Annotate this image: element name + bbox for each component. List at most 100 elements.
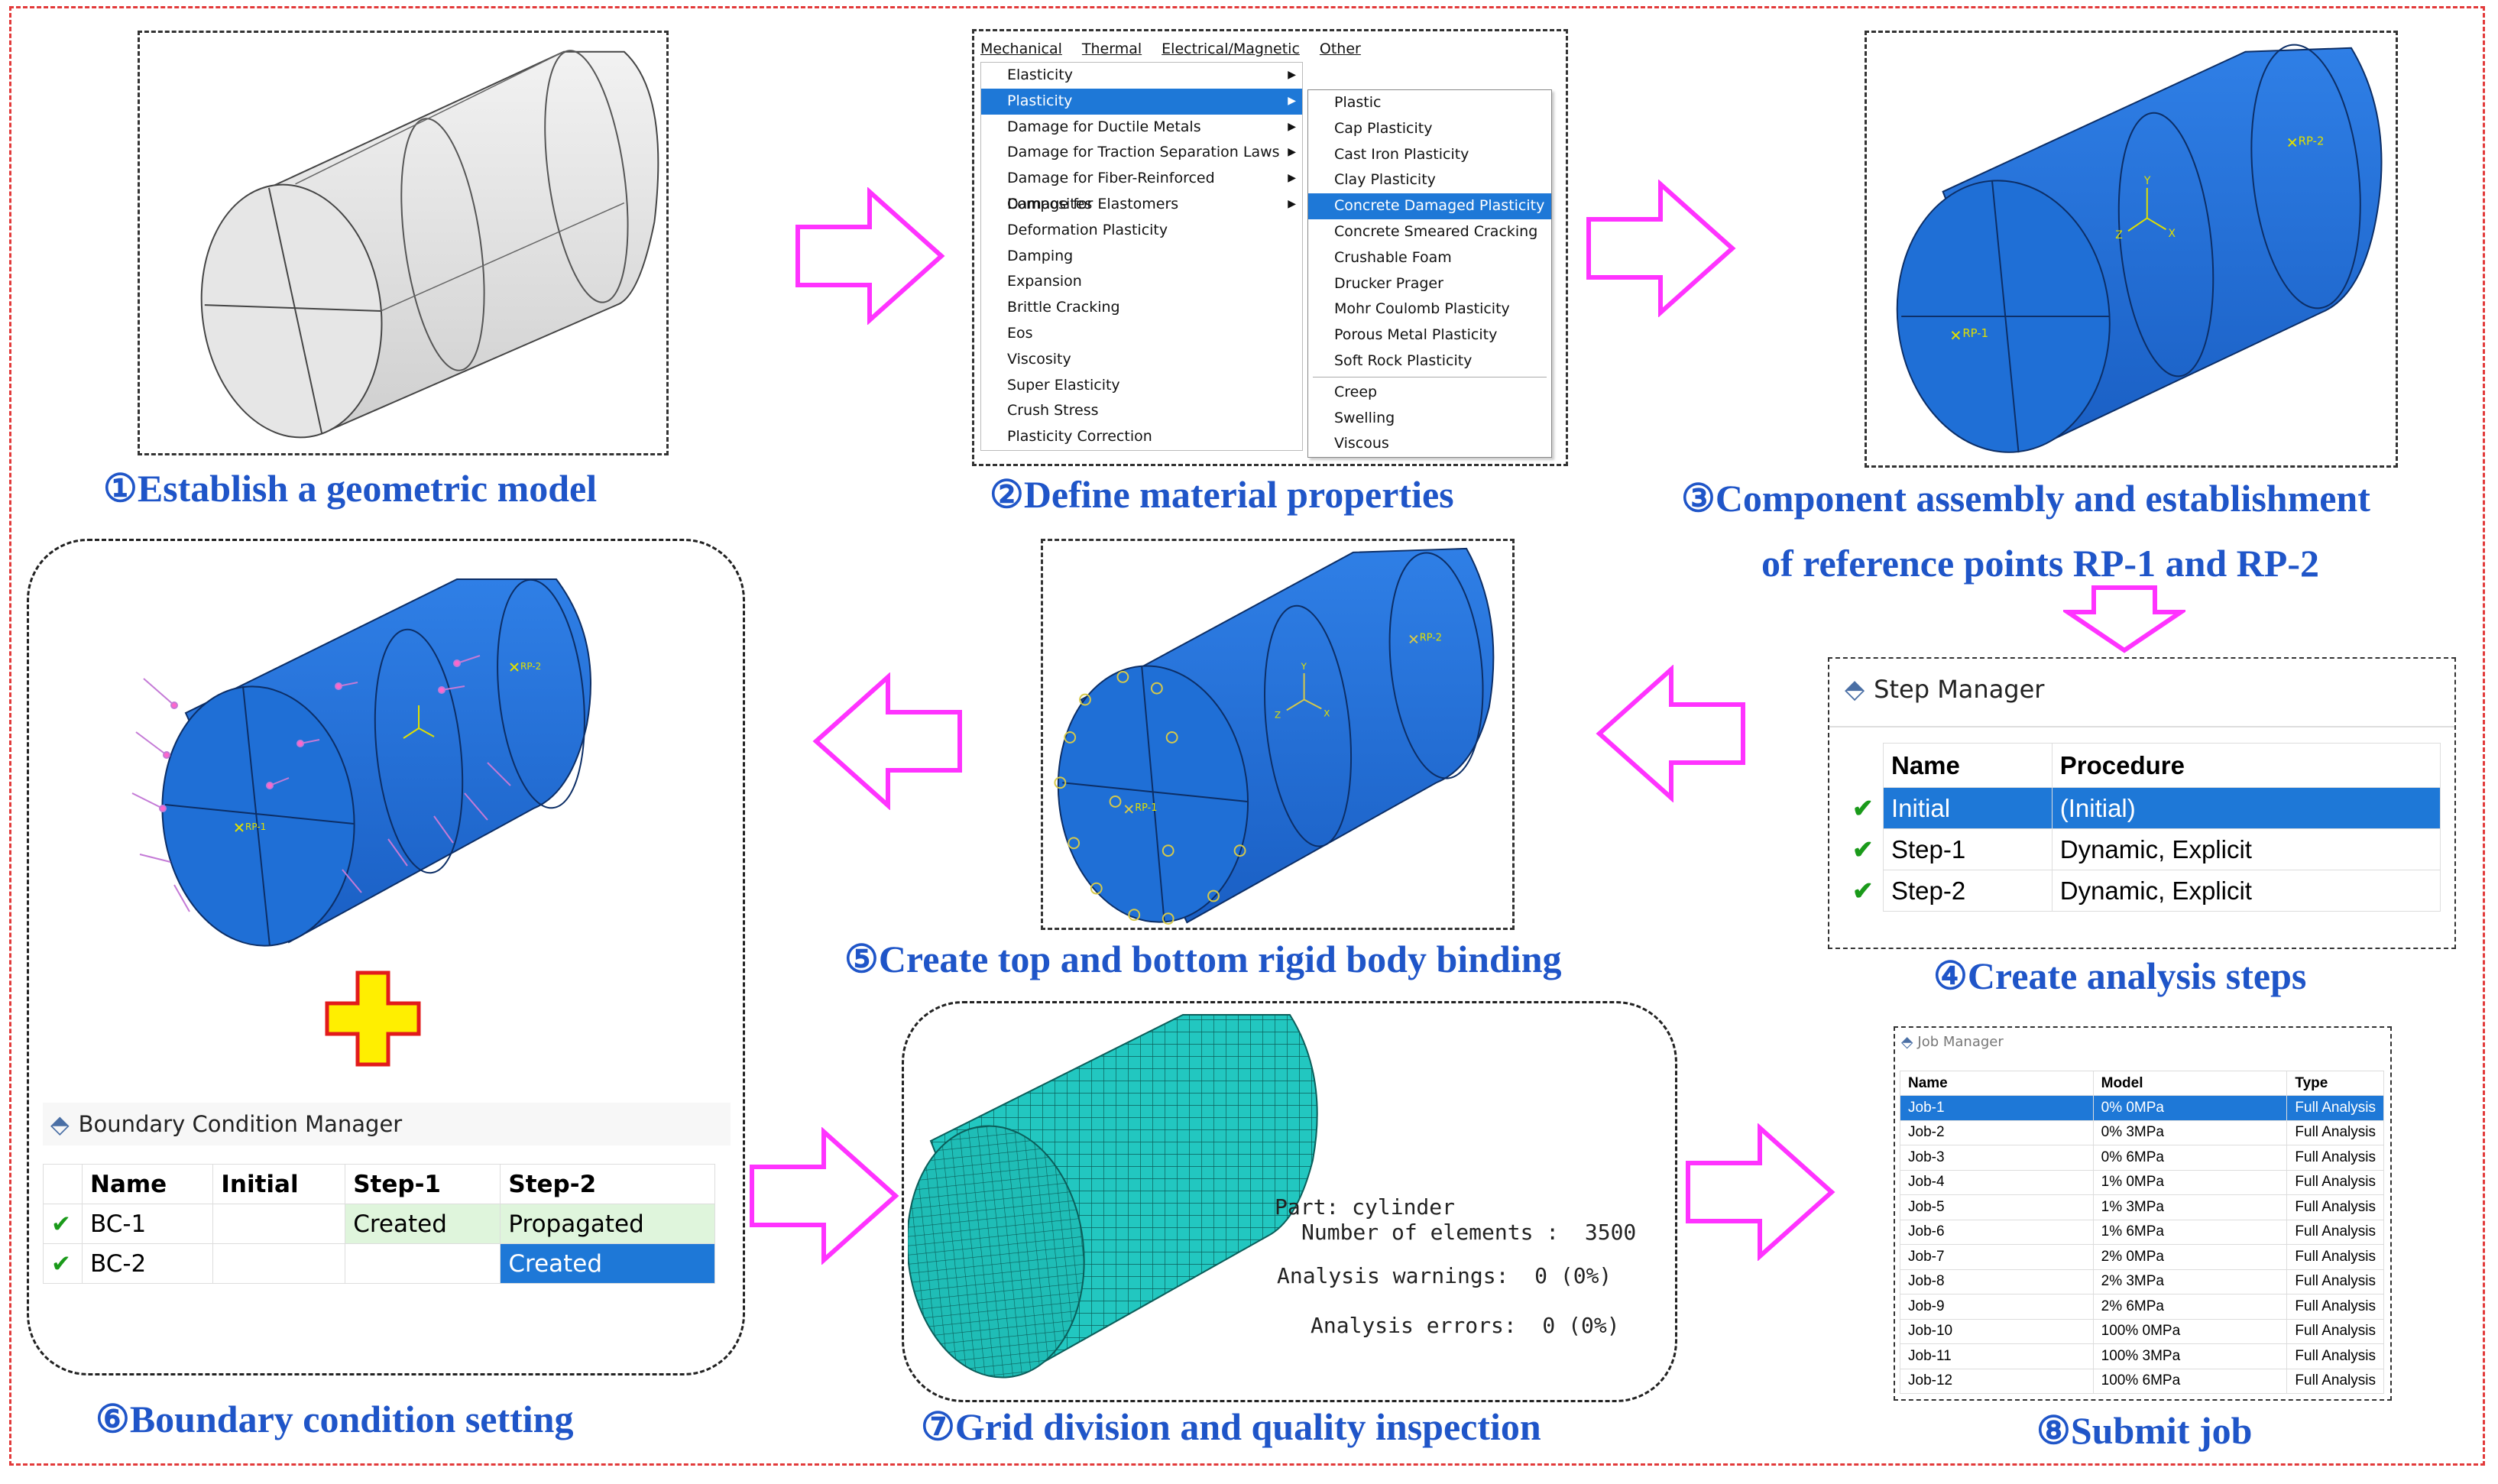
- job-type: Full Analysis: [2286, 1294, 2384, 1320]
- menu-item[interactable]: Damage for Elastomers▶: [1007, 195, 1296, 212]
- right-arrow-icon: [750, 1127, 899, 1265]
- column-header-name[interactable]: Name: [1883, 743, 2053, 788]
- table-row[interactable]: ✔ Step-2 Dynamic, Explicit: [1845, 870, 2441, 912]
- bc-name: BC-2: [81, 1243, 214, 1284]
- column-header-type[interactable]: Type: [2286, 1071, 2384, 1096]
- menu-other[interactable]: Other: [1319, 41, 1361, 57]
- menu-item[interactable]: Crush Stress: [1007, 402, 1099, 420]
- submenu-item[interactable]: Creep: [1334, 383, 1378, 400]
- material-panel: Mechanical Thermal Electrical/Magnetic O…: [972, 29, 1568, 466]
- menu-item[interactable]: Deformation Plasticity: [1007, 221, 1168, 238]
- rigid-body-panel: Y X Z RP-1 RP-2: [1041, 539, 1515, 930]
- menu-item[interactable]: Damage for Traction Separation Laws▶: [1007, 144, 1296, 161]
- menu-electrical-magnetic[interactable]: Electrical/Magnetic: [1162, 41, 1300, 57]
- loaded-cylinder-figure: RP-1 RP-2: [131, 578, 591, 947]
- column-header-step2[interactable]: Step-2: [500, 1164, 715, 1204]
- job-manager-window: ⬘ Job Manager: [1901, 1032, 2383, 1051]
- plasticity-submenu: Plastic Cap Plasticity Cast Iron Plastic…: [1307, 89, 1552, 458]
- submenu-item[interactable]: Concrete Smeared Cracking: [1334, 222, 1538, 240]
- submenu-item[interactable]: Plastic: [1334, 94, 1382, 111]
- step-manager-panel: ⬘ Step Manager Name Procedure ✔ Initial …: [1828, 657, 2456, 949]
- job-type: Full Analysis: [2286, 1145, 2384, 1171]
- menu-item-selected[interactable]: Plasticity▶: [981, 88, 1302, 115]
- menu-item[interactable]: Expansion: [1007, 273, 1082, 290]
- submenu-item[interactable]: Clay Plasticity: [1334, 171, 1436, 189]
- job-type: Full Analysis: [2286, 1269, 2384, 1294]
- table-row[interactable]: Job-9 2% 6MPa Full Analysis: [1900, 1294, 2384, 1320]
- check-icon: ✔: [1852, 794, 1874, 822]
- column-header-model[interactable]: Model: [2092, 1071, 2288, 1096]
- job-name: Job-6: [1900, 1219, 2094, 1245]
- table-row[interactable]: Job-5 1% 3MPa Full Analysis: [1900, 1194, 2384, 1220]
- menu-item[interactable]: Plasticity Correction: [1007, 428, 1152, 446]
- table-row[interactable]: Job-8 2% 3MPa Full Analysis: [1900, 1269, 2384, 1294]
- axis-x-label: X: [1324, 708, 1330, 718]
- gray-cylinder-figure: [200, 50, 659, 439]
- check-icon: ✔: [43, 1243, 83, 1284]
- job-model: 2% 0MPa: [2092, 1244, 2288, 1270]
- table-row[interactable]: Job-7 2% 0MPa Full Analysis: [1900, 1244, 2384, 1270]
- submenu-item[interactable]: Viscous: [1334, 435, 1389, 452]
- step-name: Step-1: [1883, 828, 2053, 870]
- job-table: Name Model Type Job-1 0% 0MPa Full Analy…: [1900, 1071, 2384, 1394]
- submenu-item[interactable]: Crushable Foam: [1334, 248, 1452, 266]
- submenu-item[interactable]: Mohr Coulomb Plasticity: [1334, 300, 1510, 318]
- step-procedure: Dynamic, Explicit: [2051, 870, 2441, 912]
- outer-frame: [9, 6, 2485, 1466]
- submenu-item[interactable]: Swelling: [1334, 409, 1395, 426]
- bc-table: Name Initial Step-1 Step-2 ✔ BC-1 Create…: [43, 1164, 715, 1284]
- menu-item[interactable]: Viscosity: [1007, 350, 1071, 368]
- table-row[interactable]: Job-1 0% 0MPa Full Analysis: [1900, 1095, 2384, 1121]
- menu-item[interactable]: Damage for Fiber-Reinforced Composites▶: [1007, 170, 1296, 212]
- column-header-name[interactable]: Name: [1900, 1071, 2094, 1096]
- bc-manager-titlebar: ⬘ Boundary Condition Manager: [43, 1103, 731, 1145]
- menu-item[interactable]: Damping: [1007, 247, 1074, 264]
- job-manager-title: Job Manager: [1917, 1033, 2004, 1050]
- rp1-label: RP-1: [1135, 802, 1157, 814]
- table-row[interactable]: ✔ BC-2 Created: [43, 1243, 715, 1284]
- menu-item[interactable]: Damage for Ductile Metals▶: [1007, 118, 1296, 135]
- menu-item[interactable]: Elasticity▶: [1007, 66, 1296, 83]
- table-row[interactable]: Job-12 100% 6MPa Full Analysis: [1900, 1368, 2384, 1394]
- bc-step1: Created: [345, 1204, 501, 1244]
- table-row[interactable]: Job-4 1% 0MPa Full Analysis: [1900, 1169, 2384, 1195]
- job-name: Job-11: [1900, 1343, 2094, 1369]
- submenu-item-selected[interactable]: Concrete Damaged Plasticity: [1308, 193, 1551, 219]
- table-row[interactable]: Job-3 0% 6MPa Full Analysis: [1900, 1145, 2384, 1171]
- table-row[interactable]: Job-10 100% 0MPa Full Analysis: [1900, 1318, 2384, 1344]
- submenu-item[interactable]: Porous Metal Plasticity: [1334, 326, 1498, 344]
- bc-initial: [212, 1243, 346, 1284]
- right-arrow-icon: [795, 187, 945, 325]
- submenu-item[interactable]: Cap Plasticity: [1334, 119, 1433, 137]
- table-row[interactable]: ✔ BC-1 Created Propagated: [43, 1204, 715, 1244]
- table-row[interactable]: ✔ Step-1 Dynamic, Explicit: [1845, 828, 2441, 870]
- axis-y-label: Y: [1301, 661, 1307, 672]
- job-model: 0% 0MPa: [2092, 1095, 2288, 1121]
- caption-assembly-line2: of reference points RP-1 and RP-2: [1761, 542, 2319, 585]
- job-name: Job-10: [1900, 1318, 2094, 1344]
- job-model: 1% 6MPa: [2092, 1219, 2288, 1245]
- menu-thermal[interactable]: Thermal: [1081, 41, 1142, 57]
- job-name: Job-3: [1900, 1145, 2094, 1171]
- column-header-name[interactable]: Name: [81, 1164, 214, 1204]
- submenu-item[interactable]: Cast Iron Plasticity: [1334, 145, 1469, 163]
- submenu-item[interactable]: Soft Rock Plasticity: [1334, 352, 1473, 369]
- table-row[interactable]: Job-11 100% 3MPa Full Analysis: [1900, 1343, 2384, 1369]
- submenu-item[interactable]: Drucker Prager: [1334, 274, 1443, 292]
- column-header-initial[interactable]: Initial: [212, 1164, 346, 1204]
- menu-item[interactable]: Brittle Cracking: [1007, 299, 1120, 316]
- job-model: 100% 6MPa: [2092, 1368, 2288, 1394]
- table-row[interactable]: Job-2 0% 3MPa Full Analysis: [1900, 1119, 2384, 1145]
- menu-mechanical[interactable]: Mechanical: [980, 41, 1062, 57]
- job-type: Full Analysis: [2286, 1095, 2384, 1121]
- menu-item[interactable]: Super Elasticity: [1007, 376, 1120, 394]
- table-row[interactable]: Job-6 1% 6MPa Full Analysis: [1900, 1219, 2384, 1245]
- step-manager-title: Step Manager: [1874, 675, 2045, 704]
- manager-icon: ⬘: [1845, 674, 1865, 705]
- menu-item[interactable]: Eos: [1007, 324, 1033, 342]
- column-header-procedure[interactable]: Procedure: [2051, 743, 2441, 788]
- column-header-step1[interactable]: Step-1: [345, 1164, 501, 1204]
- job-type: Full Analysis: [2286, 1318, 2384, 1344]
- table-row[interactable]: ✔ Initial (Initial): [1845, 787, 2441, 829]
- mesh-warnings: Analysis warnings: 0 (0%): [1277, 1263, 1612, 1288]
